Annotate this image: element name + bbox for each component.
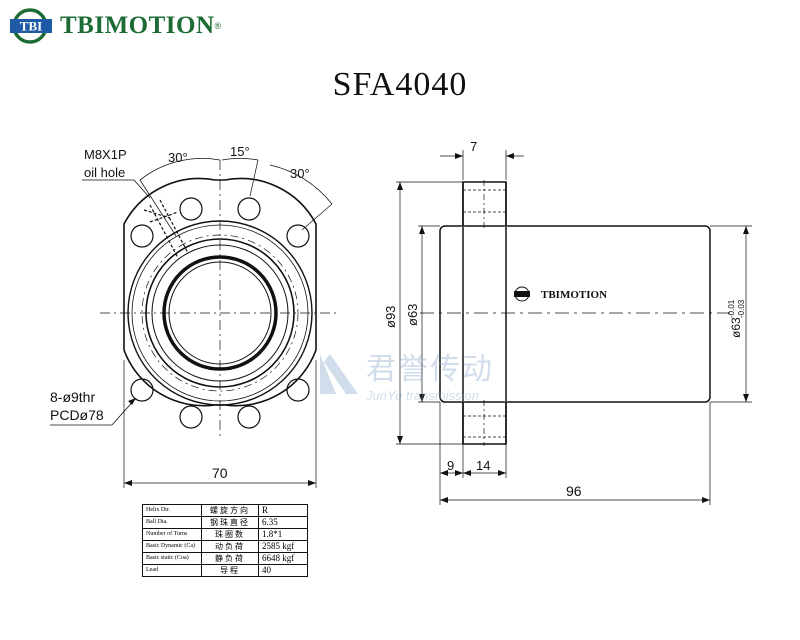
spec-cell-label: Lead (142, 564, 202, 577)
spec-cell-cn: 钢珠直径 (201, 516, 259, 529)
spec-cell-value: R (258, 504, 308, 517)
angle-label: 30° (168, 150, 188, 165)
bolt-hole (286, 224, 310, 248)
angle-label: 30° (290, 166, 310, 181)
spec-cell-label: Helix Dir. (142, 504, 202, 517)
tbi-badge-icon: TBI (10, 8, 52, 44)
watermark-cn: 君誉传动 (366, 352, 494, 387)
watermark: 君誉传动 JunYu transmission (316, 344, 494, 403)
watermark-logo-icon (320, 353, 358, 394)
tolerance-upper: -0.01 (727, 299, 736, 318)
bolt-hole (237, 197, 261, 221)
bolt-hole (179, 405, 203, 429)
bolt-hole (179, 197, 203, 221)
nut-body-side (439, 225, 711, 403)
body-diameter-dim: ø63 (405, 304, 420, 326)
flange-diameter-dim: ø93 (383, 306, 398, 328)
oil-hole-label: oil hole (84, 165, 125, 180)
tolerance-lower: -0.03 (737, 299, 746, 318)
spec-cell-cn: 珠圈数 (201, 528, 259, 541)
spec-cell-label: Number of Turns (142, 528, 202, 541)
oil-hole-spec: M8X1P (84, 147, 127, 162)
bolt-hole (237, 405, 261, 429)
dim-9: 9 (447, 458, 454, 473)
bolt-hole (286, 378, 310, 402)
dim-14: 14 (476, 458, 490, 473)
watermark-en: JunYu transmission (366, 388, 479, 403)
oil-hole-channel (143, 199, 189, 259)
spec-cell-cn: 动负荷 (201, 540, 259, 553)
bolt-hole-spec: 8-ø9thr (50, 389, 95, 405)
spec-cell-value: 6.35 (258, 516, 308, 529)
brand-logo: TBI TBIMOTION ® (8, 6, 221, 46)
spec-cell-label: Ball Dia. (142, 516, 202, 529)
spec-cell-label: Basic static (Coa) (142, 552, 202, 565)
bolt-hole (130, 378, 154, 402)
brand-reg-mark: ® (214, 21, 222, 31)
body-diameter-tol-dim: ø63 (729, 317, 743, 338)
width-dimension: 70 (212, 465, 228, 481)
pcd-spec: PCDø78 (50, 407, 104, 423)
spec-cell-label: Basic Dynamic (Ca) (142, 540, 202, 553)
body-logo: TBIMOTION (514, 286, 607, 302)
flange-thickness-dim: 7 (470, 139, 477, 154)
spec-cell-value: 6648 kgf (258, 552, 308, 565)
page-title: SFA4040 (332, 66, 468, 103)
bolt-holes (130, 197, 310, 429)
bolt-hole (130, 224, 154, 248)
angle-label: 15° (230, 144, 250, 159)
spec-cell-value: 1.8*1 (258, 528, 308, 541)
spec-cell-value: 2585 kgf (258, 540, 308, 553)
flange-outline (123, 177, 317, 407)
brand-name: TBIMOTION (60, 12, 215, 39)
spec-cell-cn: 导程 (201, 564, 259, 577)
body-logo-text: TBIMOTION (541, 289, 607, 301)
spec-cell-value: 40 (258, 564, 308, 577)
spec-cell-cn: 静负荷 (201, 552, 259, 565)
tbi-badge-text: TBI (20, 19, 42, 34)
length-dimension: 96 (566, 483, 582, 499)
spec-cell-cn: 螺旋方向 (201, 504, 259, 517)
